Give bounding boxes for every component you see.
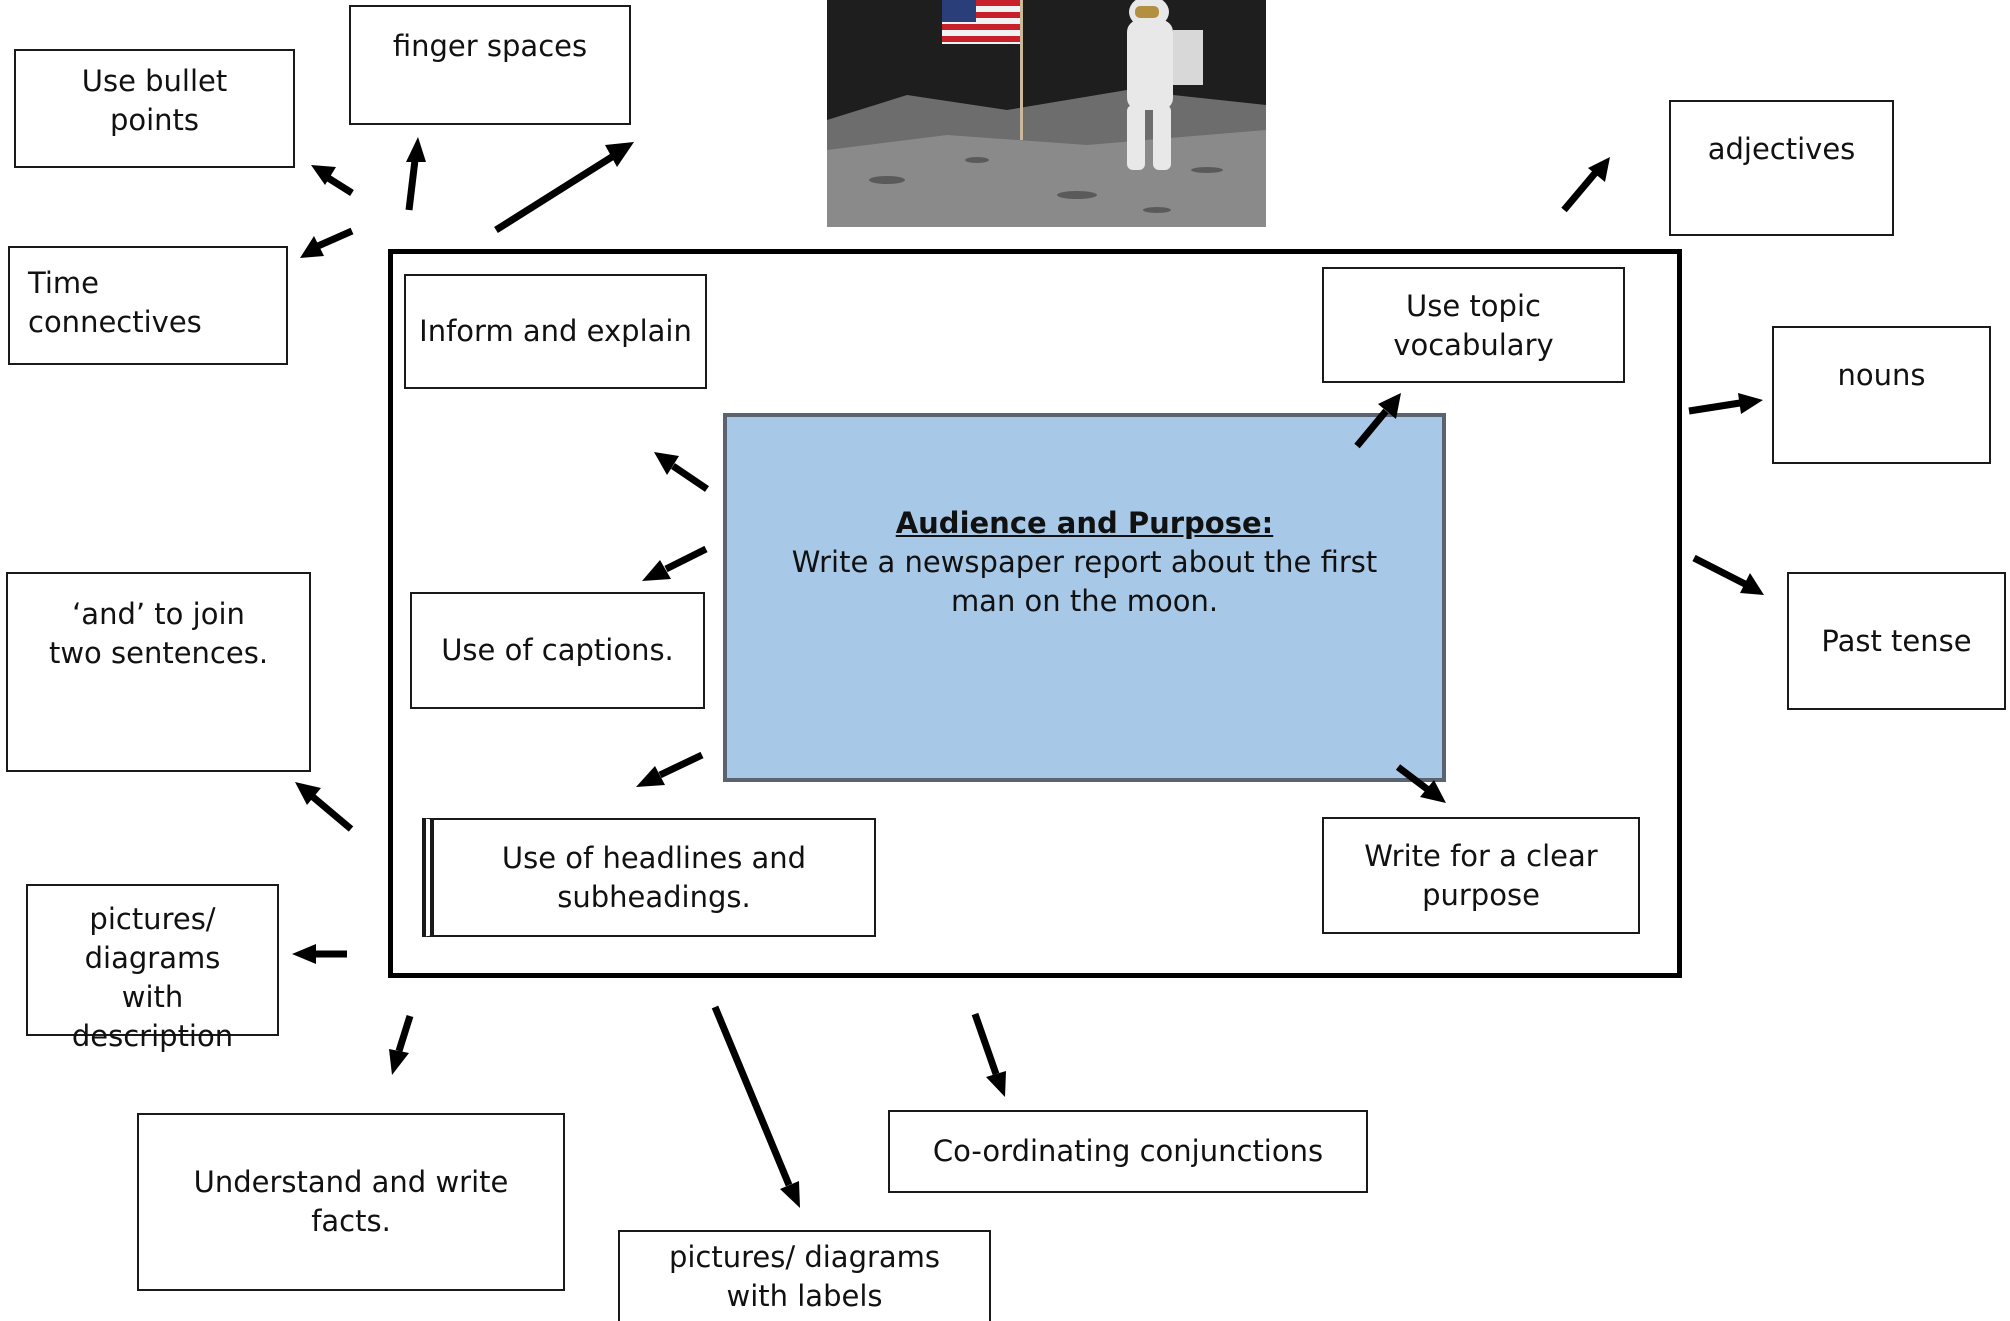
clear-purpose-box: Write for a clear purpose — [1322, 817, 1640, 934]
arrow-conjunctions — [971, 1012, 1006, 1097]
moon-landing-photo — [827, 0, 1266, 227]
adjectives-box: adjectives — [1669, 100, 1894, 236]
facts-label: Understand and write facts. — [193, 1165, 509, 1238]
nouns-box: nouns — [1772, 326, 1991, 464]
pictures-description-label: pictures/ diagrams with description — [71, 902, 234, 1053]
past-tense-label: Past tense — [1821, 623, 1972, 658]
pictures-labels-label: pictures/ diagrams with labels — [668, 1240, 941, 1313]
arrow-past-tense — [1692, 554, 1764, 595]
headlines-box: Use of headlines and subheadings. — [422, 818, 876, 937]
arrow-finger-spaces-diagonal — [494, 142, 634, 233]
arrow-time-connectives — [300, 227, 354, 258]
adjectives-label: adjectives — [1707, 132, 1856, 166]
audience-purpose-title: Audience and Purpose: — [895, 506, 1274, 540]
past-tense-box: Past tense — [1787, 572, 2006, 710]
and-join-box: ‘and’ to join two sentences. — [6, 572, 311, 772]
captions-label: Use of captions. — [441, 633, 674, 667]
arrow-pictures-labels — [711, 1005, 800, 1208]
inform-explain-label: Inform and explain — [419, 314, 692, 348]
arrow-finger-spaces — [405, 137, 426, 211]
bullet-points-box: Use bullet points — [14, 49, 295, 168]
time-connectives-box: Time connectives — [8, 246, 288, 365]
headlines-label: Use of headlines and subheadings. — [501, 840, 807, 914]
captions-box: Use of captions. — [410, 592, 705, 709]
clear-purpose-label: Write for a clear purpose — [1364, 838, 1598, 912]
topic-vocabulary-box: Use topic vocabulary — [1322, 267, 1625, 383]
and-join-label: ‘and’ to join two sentences. — [48, 597, 269, 670]
nouns-label: nouns — [1837, 358, 1926, 392]
conjunctions-label: Co-ordinating conjunctions — [932, 1134, 1324, 1168]
facts-box: Understand and write facts. — [137, 1113, 565, 1291]
main-frame — [388, 249, 1682, 978]
arrow-nouns — [1688, 393, 1763, 415]
time-connectives-label: Time connectives — [28, 266, 202, 339]
conjunctions-box: Co-ordinating conjunctions — [888, 1110, 1368, 1193]
finger-spaces-label: finger spaces — [392, 29, 588, 63]
topic-vocabulary-label: Use topic vocabulary — [1393, 289, 1554, 362]
arrow-bullet-points — [311, 165, 354, 196]
pictures-labels-box: pictures/ diagrams with labels — [618, 1230, 991, 1321]
audience-purpose-text: Write a newspaper report about the first… — [791, 545, 1378, 618]
arrow-facts — [389, 1014, 414, 1075]
pictures-description-box: pictures/ diagrams with description — [26, 884, 279, 1053]
bullet-points-label: Use bullet points — [81, 64, 228, 137]
arrow-pictures-description — [292, 944, 347, 964]
moon-landing-image — [827, 0, 1266, 227]
audience-purpose-box: Audience and Purpose: Write a newspaper … — [723, 413, 1446, 782]
inform-explain-box: Inform and explain — [404, 274, 707, 389]
arrow-adjectives — [1561, 157, 1610, 213]
arrow-and-join — [295, 782, 354, 832]
finger-spaces-box: finger spaces — [349, 5, 631, 125]
